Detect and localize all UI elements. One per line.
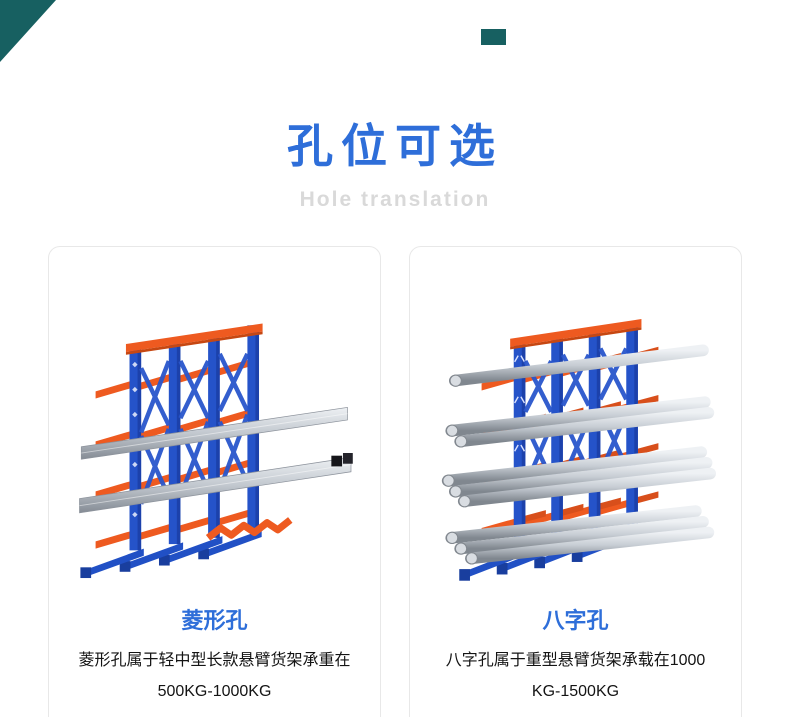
rack-top-beam [126, 323, 263, 355]
stored-silver-beams [79, 407, 353, 514]
diamond-hole-rack-illustration [79, 323, 353, 579]
corrugated-sheet [206, 517, 293, 541]
stored-round-pipes [441, 344, 717, 565]
splay-hole-rack-illustration [441, 319, 717, 581]
card-diamond-hole: 菱形孔 菱形孔属于轻中型长款悬臂货架承重在 500KG-1000KG [48, 246, 381, 717]
card-description-line1: 八字孔属于重型悬臂货架承载在1000 [445, 652, 706, 669]
splay-hole-rack-image [422, 263, 729, 593]
card-description-line2: 500KG-1000KG [157, 683, 272, 701]
card-description-line2: KG-1500KG [531, 683, 620, 701]
card-title-splay: 八字孔 [542, 608, 609, 633]
rack-top-beam [510, 319, 642, 350]
card-description-line1: 菱形孔属于轻中型长款悬臂货架承重在 [78, 652, 351, 669]
rack-base-feet [80, 529, 262, 579]
cards-row: 菱形孔 菱形孔属于轻中型长款悬臂货架承重在 500KG-1000KG [0, 246, 790, 717]
page-subtitle: Hole translation [299, 188, 491, 211]
page-title: 孔位可选 [287, 120, 503, 172]
card-title-diamond: 菱形孔 [181, 608, 248, 633]
card-description-splay: 八字孔属于重型悬臂货架承载在1000 KG-1500KG [446, 645, 706, 707]
diamond-hole-rack-image [61, 263, 368, 593]
pipe-end-caps [442, 374, 479, 565]
card-description-diamond: 菱形孔属于轻中型长款悬臂货架承重在 500KG-1000KG [78, 645, 350, 707]
card-splay-hole: 八字孔 八字孔属于重型悬臂货架承载在1000 KG-1500KG [409, 246, 742, 717]
teal-accent-rectangle [481, 29, 506, 45]
